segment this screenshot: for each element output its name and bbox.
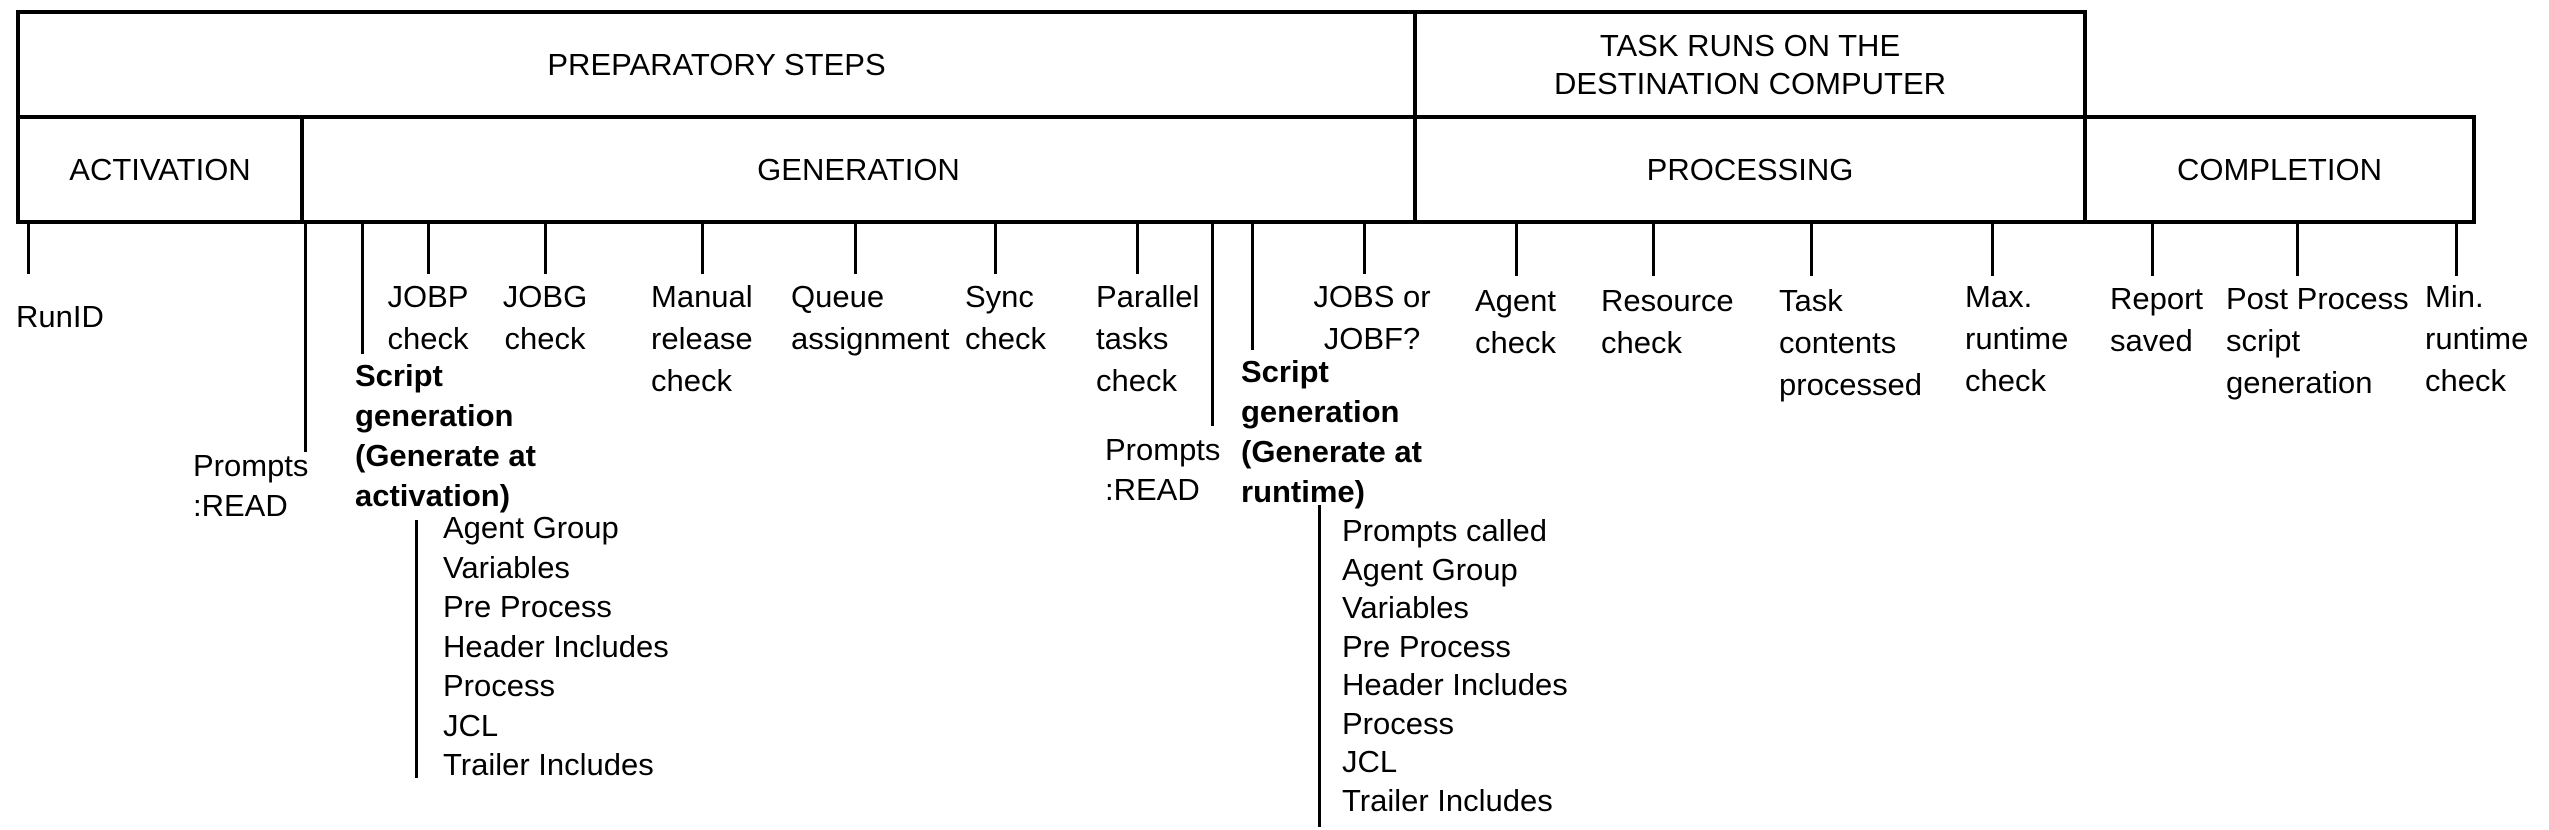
connector-resource-check — [1652, 222, 1655, 276]
step-label-report-saved: Report saved — [2110, 281, 2204, 358]
step-label-manual-release-check: Manual release check — [651, 279, 753, 398]
list-item: Prompts called — [1342, 513, 1548, 548]
script-generation-activation-details-list: Agent Group Variables Pre Process Header… — [443, 508, 669, 785]
connector-prompts-read-generation — [1211, 222, 1214, 426]
step-label-max-runtime-check: Max. runtime check — [1965, 279, 2069, 398]
list-item: Process — [1342, 705, 1454, 741]
phase-group-box-preparatory-steps: PREPARATORY STEPS — [16, 10, 1417, 119]
connector-script-generation-runtime — [1251, 222, 1254, 350]
list-item: Trailer Includes — [1342, 782, 1553, 818]
connector-jobs-or-jobf — [1363, 222, 1366, 274]
step-label-script-generation-activation: Script generation (Generate at activatio… — [355, 358, 536, 513]
step-label-jobs-or-jobf: JOBS or JOBF? — [1313, 279, 1431, 356]
connector-min-runtime-check — [2455, 222, 2458, 276]
list-item: Pre Process — [443, 589, 612, 624]
phase-label-activation: ACTIVATION — [69, 151, 251, 187]
connector-jobg-check — [544, 222, 547, 274]
connector-manual-release-check — [701, 222, 704, 274]
connector-parallel-tasks-check — [1136, 222, 1139, 274]
connector-max-runtime-check — [1991, 222, 1994, 276]
list-item: Agent Group — [443, 510, 619, 545]
step-label-parallel-tasks-check: Parallel tasks check — [1096, 279, 1200, 398]
connector-run-id — [27, 222, 30, 274]
list-item: Pre Process — [1342, 628, 1511, 664]
step-label-agent-check: Agent check — [1475, 283, 1557, 360]
connector-jobp-check — [427, 222, 430, 274]
phase-box-generation: GENERATION — [300, 115, 1417, 224]
step-label-jobg-check: JOBG check — [502, 279, 588, 356]
connector-sync-check — [994, 222, 997, 274]
list-item: Trailer Includes — [443, 747, 654, 782]
step-label-resource-check: Resource check — [1601, 283, 1734, 360]
step-label-sync-check: Sync check — [965, 279, 1046, 356]
step-label-post-process-script-generation: Post Process script generation — [2226, 281, 2409, 400]
list-item: Variables — [1342, 590, 1469, 625]
list-item: JCL — [443, 707, 499, 743]
step-label-min-runtime-check: Min. runtime check — [2425, 279, 2529, 398]
script-generation-runtime-details-rule — [1318, 505, 1321, 827]
step-label-prompts-read-activation: Prompts :READ — [193, 448, 309, 523]
script-generation-activation-details-rule — [415, 520, 418, 778]
list-item: Header Includes — [1342, 667, 1568, 702]
phase-box-processing: PROCESSING — [1413, 115, 2087, 224]
connector-task-contents-processed — [1810, 222, 1813, 276]
list-item: Agent Group — [1342, 551, 1518, 587]
list-item: Header Includes — [443, 628, 669, 664]
connector-queue-assignment — [854, 222, 857, 274]
list-item: Variables — [443, 549, 570, 585]
step-label-task-contents-processed: Task contents processed — [1779, 283, 1923, 402]
connector-agent-check — [1515, 222, 1518, 276]
phase-group-box-task-runs-on-destination: TASK RUNS ON THE DESTINATION COMPUTER — [1413, 10, 2087, 119]
phase-group-label-preparatory-steps: PREPARATORY STEPS — [547, 46, 886, 82]
step-label-jobp-check: JOBP check — [387, 279, 469, 356]
phase-label-processing: PROCESSING — [1646, 151, 1854, 187]
list-item: Process — [443, 668, 555, 703]
step-label-run-id: RunID — [16, 299, 104, 334]
connector-prompts-read-activation — [304, 222, 307, 452]
phase-label-generation: GENERATION — [757, 151, 960, 187]
phase-label-completion: COMPLETION — [2177, 151, 2382, 187]
step-label-prompts-read-generation: Prompts :READ — [1105, 432, 1221, 507]
connector-post-process-script-generation — [2296, 222, 2299, 276]
phase-group-label-task-runs-on-destination: TASK RUNS ON THE DESTINATION COMPUTER — [1553, 27, 1947, 101]
connector-script-generation-activation — [361, 222, 364, 354]
list-item: JCL — [1342, 744, 1398, 779]
phase-box-activation: ACTIVATION — [16, 115, 304, 224]
step-label-script-generation-runtime: Script generation (Generate at runtime) — [1241, 354, 1422, 509]
step-label-queue-assignment: Queue assignment — [791, 279, 950, 356]
script-generation-runtime-details-list: Prompts called Agent Group Variables Pre… — [1342, 512, 1568, 820]
connector-report-saved — [2151, 222, 2154, 276]
phase-box-completion: COMPLETION — [2083, 115, 2476, 224]
